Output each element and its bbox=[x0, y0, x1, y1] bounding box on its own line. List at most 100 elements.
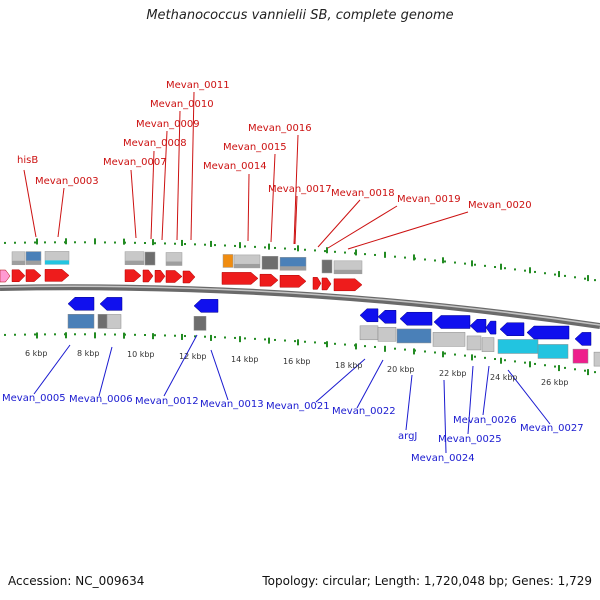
tick-mark bbox=[36, 238, 38, 245]
feature-box bbox=[396, 328, 432, 344]
leader-line bbox=[161, 130, 168, 241]
feature-box bbox=[261, 256, 279, 270]
tick-mark bbox=[529, 361, 531, 368]
forward-gene-arrow bbox=[11, 269, 26, 283]
reverse-gene-label: Mevan_0013 bbox=[200, 399, 264, 410]
tick-dot bbox=[44, 333, 46, 336]
kbp-label: 12 kbp bbox=[179, 352, 207, 361]
tick-dot bbox=[284, 339, 286, 342]
kbp-label: 20 kbp bbox=[387, 365, 415, 374]
tick-dot bbox=[494, 358, 496, 361]
tick-dot bbox=[314, 249, 316, 252]
tick-dot bbox=[4, 241, 6, 244]
tick-dot bbox=[304, 248, 306, 251]
leader-line bbox=[176, 110, 181, 241]
tick-mark bbox=[471, 354, 473, 361]
reverse-gene-arrow bbox=[99, 297, 123, 311]
feature-stripe bbox=[280, 266, 306, 271]
reverse-gene-label: Mevan_0025 bbox=[438, 434, 502, 445]
tick-mark bbox=[384, 251, 386, 258]
reverse-gene-label: Mevan_0021 bbox=[266, 401, 330, 412]
reverse-gene-arrow bbox=[399, 311, 433, 326]
label-leader-lines bbox=[23, 91, 551, 454]
tick-dot bbox=[14, 241, 16, 244]
forward-gene-arrow bbox=[0, 269, 11, 283]
tick-dot bbox=[194, 335, 196, 338]
tick-mark bbox=[355, 343, 357, 350]
kbp-label: 24 kbp bbox=[490, 373, 518, 382]
reverse-gene-arrow bbox=[359, 308, 379, 323]
tick-dot bbox=[594, 371, 596, 374]
forward-gene-arrow bbox=[279, 275, 307, 288]
kbp-label: 8 kbp bbox=[77, 349, 99, 358]
tick-dot bbox=[554, 273, 556, 276]
tick-mark bbox=[268, 243, 270, 250]
tick-dot bbox=[344, 343, 346, 346]
reverse-gene-arrow bbox=[499, 322, 525, 336]
feature-box bbox=[67, 314, 95, 329]
tick-mark bbox=[558, 365, 560, 372]
feature-box bbox=[222, 254, 234, 268]
topology-summary: Topology: circular; Length: 1,720,048 bp… bbox=[262, 574, 592, 588]
tick-dot bbox=[424, 350, 426, 353]
feature-box bbox=[106, 314, 122, 329]
feature-box bbox=[593, 351, 600, 367]
forward-gene-label: Mevan_0018 bbox=[331, 188, 395, 199]
forward-gene-arrow bbox=[259, 273, 279, 287]
tick-mark bbox=[558, 271, 560, 278]
kbp-label: 16 kbp bbox=[283, 357, 311, 366]
reverse-gene-label: Mevan_0022 bbox=[332, 406, 396, 417]
feature-box bbox=[432, 332, 466, 347]
leader-line bbox=[23, 169, 37, 238]
tick-dot bbox=[24, 241, 26, 244]
tick-dot bbox=[154, 334, 156, 337]
leader-line bbox=[247, 173, 250, 242]
tick-dot bbox=[484, 264, 486, 267]
forward-gene-arrow bbox=[221, 272, 259, 285]
tick-mark bbox=[210, 240, 212, 247]
leader-line bbox=[98, 346, 113, 397]
tick-dot bbox=[334, 250, 336, 253]
tick-dot bbox=[404, 256, 406, 259]
leader-line bbox=[190, 91, 195, 241]
forward-gene-arrow bbox=[154, 269, 166, 283]
tick-dot bbox=[474, 263, 476, 266]
tick-dot bbox=[84, 333, 86, 336]
tick-dot bbox=[394, 255, 396, 258]
tick-dot bbox=[584, 277, 586, 280]
forward-gene-arrow bbox=[312, 277, 322, 290]
tick-dot bbox=[584, 369, 586, 372]
tick-dot bbox=[224, 244, 226, 247]
tick-dot bbox=[524, 269, 526, 272]
leader-line bbox=[210, 349, 229, 401]
forward-gene-label: Mevan_0014 bbox=[203, 161, 267, 172]
tick-dot bbox=[174, 242, 176, 245]
tick-dot bbox=[454, 261, 456, 264]
tick-mark bbox=[94, 238, 96, 245]
forward-gene-label: Mevan_0010 bbox=[150, 99, 214, 110]
reverse-gene-arrow bbox=[377, 310, 397, 324]
tick-dot bbox=[344, 251, 346, 254]
tick-dot bbox=[534, 362, 536, 365]
tick-mark bbox=[297, 339, 299, 346]
forward-gene-arrow bbox=[333, 278, 363, 292]
leader-line bbox=[150, 150, 155, 240]
feature-stripe bbox=[125, 260, 144, 265]
tick-dot bbox=[294, 248, 296, 251]
feature-box bbox=[481, 337, 495, 352]
tick-mark bbox=[36, 332, 38, 339]
leader-line bbox=[163, 334, 198, 397]
tick-dot bbox=[314, 341, 316, 344]
reverse-gene-arrow bbox=[67, 297, 95, 311]
forward-gene-arrow bbox=[182, 270, 196, 284]
leader-line bbox=[443, 379, 447, 454]
tick-dot bbox=[184, 335, 186, 338]
tick-mark bbox=[152, 333, 154, 340]
feature-stripe bbox=[234, 263, 260, 268]
leader-line bbox=[467, 365, 474, 435]
feature-stripe bbox=[45, 260, 69, 265]
tick-dot bbox=[74, 333, 76, 336]
leader-line bbox=[317, 199, 361, 248]
reverse-gene-label: Mevan_0026 bbox=[453, 415, 517, 426]
tick-dot bbox=[4, 333, 6, 336]
